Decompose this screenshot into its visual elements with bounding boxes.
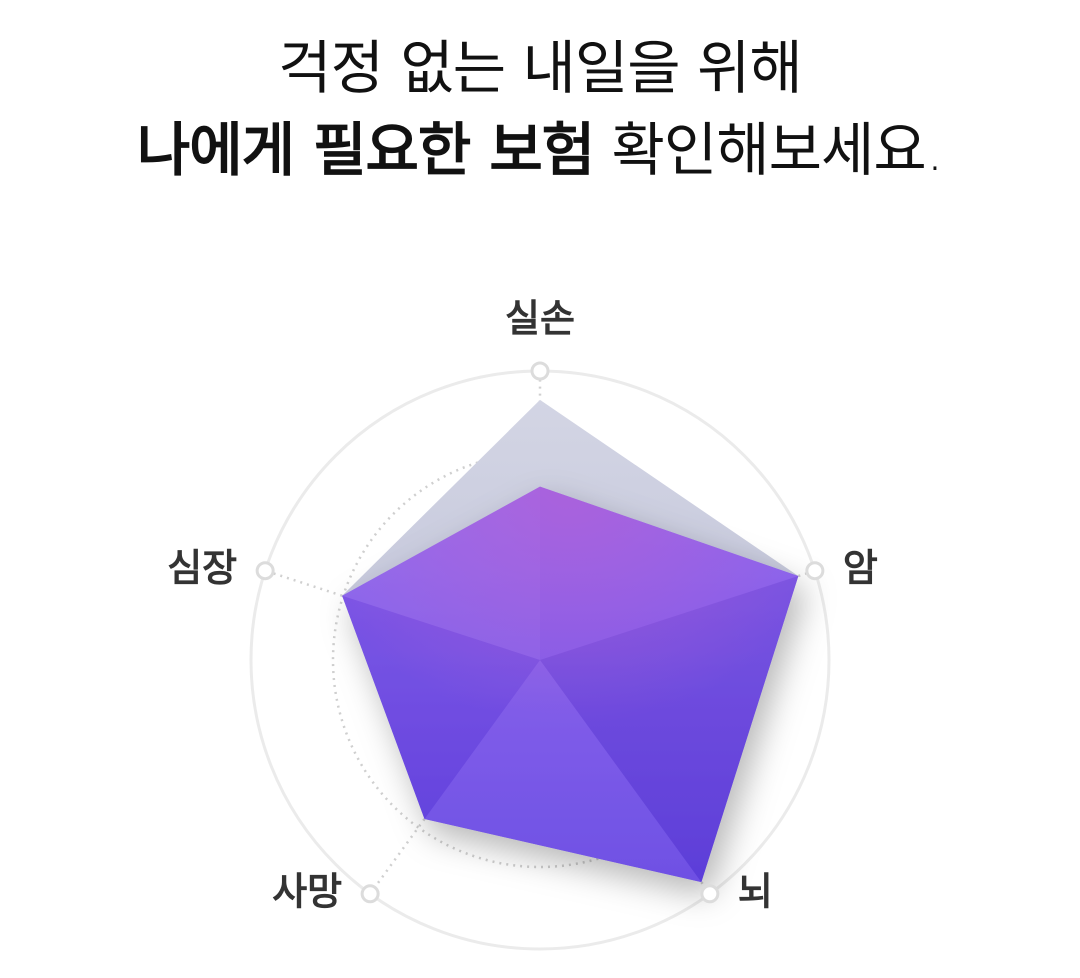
headline-emphasis: 나에게 필요한 보험	[136, 116, 595, 184]
headline-line-1: 걱정 없는 내일을 위해	[278, 34, 803, 102]
axis-label-3: 사망	[272, 869, 342, 913]
radar-series	[342, 399, 799, 883]
axis-endpoint-4	[255, 561, 275, 581]
headline: 걱정 없는 내일을 위해 나에게 필요한 보험 확인해보세요.	[0, 28, 1080, 192]
axis-label-4: 심장	[167, 546, 237, 590]
axis-endpoint-0	[530, 361, 550, 381]
axis-spoke-3	[369, 818, 426, 895]
axis-endpoint-1	[805, 561, 825, 581]
axis-endpoint-3	[360, 884, 380, 904]
axis-label-1: 암	[843, 546, 878, 590]
axis-endpoints	[255, 361, 825, 904]
headline-cta: 확인해보세요.	[611, 116, 945, 184]
axis-endpoint-2	[700, 884, 720, 904]
axis-label-2: 뇌	[738, 869, 773, 913]
axis-spoke-4	[264, 569, 343, 597]
axis-label-0: 실손	[505, 297, 575, 341]
radar-series-main	[342, 486, 799, 883]
headline-line-2: 나에게 필요한 보험 확인해보세요.	[0, 108, 1080, 192]
radar-highlight	[342, 486, 799, 883]
